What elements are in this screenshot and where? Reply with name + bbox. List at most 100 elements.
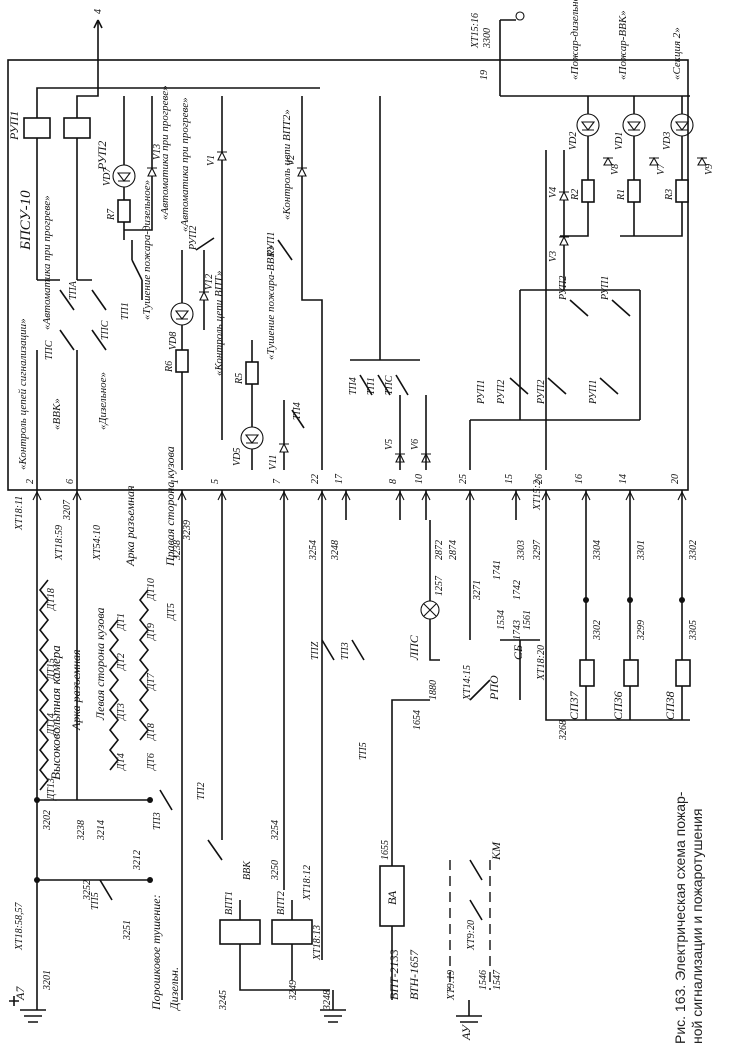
dt6-label: ДТ6: [146, 753, 157, 771]
wire-3271: 3271: [472, 580, 483, 601]
junction-sp38: [679, 597, 685, 603]
xt54-10-label: ХТ54:10: [92, 525, 103, 561]
terminal-22: 22: [310, 474, 321, 484]
diode-v1: [217, 150, 227, 161]
rup1-label: РУП1: [7, 111, 21, 141]
tp-switch-wires: [350, 96, 427, 470]
plus-sign: [9, 996, 19, 1006]
label-arch-2: Арка разъемная: [123, 485, 137, 567]
label-left-side: Левая сторона кузова: [93, 607, 107, 721]
dt14-label: ДТ14: [46, 713, 57, 736]
wire-3207: 3207: [62, 499, 73, 521]
wire-1257: 1257: [434, 575, 445, 596]
wire-2874: 2874: [448, 540, 459, 560]
wire-3238: 3238: [76, 820, 87, 841]
tpz-label: ТПZ: [310, 641, 321, 660]
vpt2-label: ВПТ2: [276, 891, 287, 915]
sp-wires: [545, 520, 690, 721]
xt14-15-label: ХТ14:15: [462, 665, 473, 701]
dt18-label: ДТ18: [46, 588, 57, 611]
terminal-6: 6: [65, 479, 76, 484]
v8-label: V8: [610, 164, 621, 175]
vd8-label: VD8: [168, 332, 179, 350]
wire-3250: 3250: [270, 860, 281, 881]
diode-v8: [603, 156, 613, 166]
tp1-label-2: ТП1: [366, 377, 377, 395]
terminal-row: [32, 490, 687, 520]
wire-1741: 1741: [492, 560, 503, 580]
switches-tp4-tp1-tps: [359, 374, 409, 396]
relay-feed-wires: [36, 20, 320, 118]
terminal-4: 4: [93, 9, 104, 14]
vd3-label: VD3: [662, 132, 673, 150]
xt18-58-label: ХТ18:58,57: [14, 902, 25, 952]
diode-v2: [297, 166, 307, 177]
wire-3268: 3268: [558, 720, 569, 741]
vtn1657-label: ВТН-1657: [407, 949, 421, 1000]
switch-tp1: [131, 240, 143, 300]
diode-v5: [395, 452, 405, 463]
wire-3305: 3305: [688, 620, 699, 641]
diode-v4: [559, 190, 569, 201]
wire-3201: 3201: [42, 970, 53, 991]
v11-label: V11: [268, 455, 279, 470]
va-wires: [391, 699, 430, 1000]
coil-vpt1: [219, 919, 261, 945]
rup2-contact-b: РУП2: [536, 380, 547, 405]
rpo-sb-wires: [469, 520, 540, 701]
junction-sp37: [583, 597, 589, 603]
terminal-20: 20: [670, 474, 681, 484]
label-right-side: Правая сторона кузова: [163, 446, 177, 567]
vd5-label: VD5: [232, 448, 243, 466]
wire-3239: 3239: [182, 520, 193, 541]
wire-2872: 2872: [434, 540, 445, 560]
coil-vpt2: [271, 919, 313, 945]
xt18-59-label: ХТ18:59: [54, 525, 65, 561]
au-label: АУ: [459, 1023, 473, 1041]
wire-3202: 3202: [42, 810, 53, 831]
label-control-vpt2: «Контроль цепи ВПТ2»: [281, 109, 293, 220]
wire-3248: 3248: [330, 540, 341, 561]
detector-main-wires: [36, 520, 150, 960]
right-relay-contacts: [509, 299, 631, 395]
wire-1654: 1654: [412, 710, 423, 730]
wire-1546: 1546: [478, 970, 489, 990]
diode-v12: [199, 290, 209, 301]
label-section2: «Секция 2»: [671, 27, 683, 80]
label-diesel-powder: Дизельн.: [167, 967, 181, 1011]
diode-v3: [559, 235, 569, 246]
vpt-wires: [239, 900, 330, 991]
label-vvk: «ВВК»: [51, 398, 63, 430]
rup2-contact-a: РУП2: [558, 276, 569, 301]
tpa-tps-wires: [36, 279, 92, 490]
tp3-label-2: ТП3: [340, 642, 351, 660]
v13-label: V13: [152, 144, 163, 160]
bpsu-unit-frame: [7, 59, 689, 491]
tp5-label-2: ТП5: [358, 742, 369, 760]
xt18-20-label: ХТ18:20: [536, 645, 547, 681]
vpt2133-label: ВПТ-2133: [387, 949, 401, 1000]
wire-1547: 1547: [492, 969, 503, 990]
rup2-contact-c: РУП2: [496, 380, 507, 405]
sb-label: СБ: [511, 645, 525, 660]
xt18-11-label: ХТ18:11: [14, 496, 25, 531]
label-fire-vvk: «Пожар-ВВК»: [617, 10, 629, 80]
xt9-19-label: ХТ9:19: [446, 970, 457, 1001]
rup2-label: РУП2: [95, 141, 109, 171]
wire-1534: 1534: [496, 610, 507, 630]
wire-3212: 3212: [132, 850, 143, 871]
v6-label: V6: [410, 439, 421, 450]
terminal-17: 17: [334, 473, 345, 484]
label-arch-1: Арка разъемная: [69, 649, 83, 731]
resistor-r6: [175, 349, 189, 373]
terminal-8: 8: [388, 479, 399, 484]
v2-label: V2: [286, 155, 297, 166]
resistor-r3: [675, 179, 689, 203]
wire-1743: 1743: [512, 620, 523, 640]
terminal-14: 14: [618, 474, 629, 484]
xt18-13-label: ХТ18:13: [312, 925, 323, 961]
xt15-2-label: ХТ15:2: [532, 480, 543, 511]
junction-1: [34, 797, 40, 803]
dashed-links: [449, 860, 491, 990]
tps-label-3: ТПС: [384, 375, 395, 395]
